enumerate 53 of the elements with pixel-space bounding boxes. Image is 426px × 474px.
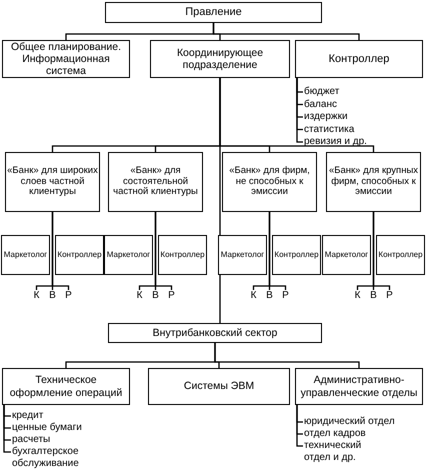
letter-label: В [264,290,274,302]
list-item: отдел кадров [304,428,424,440]
list-item: бюджет [304,86,414,98]
letter-label: Р [280,290,290,302]
letter-label: В [48,290,58,302]
org-unit-box: Правление [105,2,322,23]
org-unit-box: Контроллер [295,40,423,78]
org-unit-box: Внутрибанковский сектор [108,323,322,343]
letter-label: В [368,290,378,302]
letter-label: К [32,290,42,302]
connector-line [212,23,360,40]
letter-label: Р [384,290,394,302]
letter-label: К [134,290,144,302]
connector-line [296,78,303,143]
org-unit-box: «Банк» для широких слоев частной клиентуры [5,152,100,212]
list-item: юридический отдел [304,416,424,428]
org-unit-box: Общее планирование. Информационная система [2,40,130,78]
list-item: статистика [304,124,414,135]
connector-line [52,212,70,290]
list-item: кредит [12,410,132,422]
org-unit-box: Административно-управленческие отделы [295,368,423,405]
connector-line [268,212,286,290]
letter-label: К [352,290,362,302]
org-unit-box: Маркетолог [322,235,371,275]
letter-label: В [150,290,160,302]
connector-line [214,343,360,368]
org-unit-box: Контроллер [376,235,425,275]
org-unit-box: Контроллер [55,235,104,275]
list-item: ценные бумаги [12,422,132,434]
connector-line [296,405,303,447]
org-unit-box: Контроллер [158,235,207,275]
org-unit-box: «Банк» для фирм, не способных к эмиссии [222,152,317,212]
list-item: ревизия и др. [304,136,414,148]
org-unit-box: Маркетолог [1,235,50,275]
org-unit-box: Координирующее подразделение [150,40,290,78]
letter-label: К [248,290,258,302]
list-item: расчеты [12,434,132,446]
list-item: баланс [304,98,414,110]
connector-line [372,212,390,290]
org-unit-box: Маркетолог [218,235,267,275]
org-unit-box: Системы ЭВМ [148,368,290,405]
connector-line [3,405,11,453]
list-item: технический отдел и др. [304,440,374,463]
org-unit-box: Маркетолог [104,235,153,275]
letter-label: Р [64,290,74,302]
list-item: издержки [304,111,414,122]
org-unit-box: «Банк» для состоятельной частной клиентуры [108,152,203,212]
letter-label: Р [166,290,176,302]
connector-line [154,212,172,290]
org-unit-box: Техническое оформление операций [2,368,130,405]
org-unit-box: Контроллер [272,235,321,275]
org-unit-box: «Банк» для крупных фирм, способных к эмиссии [326,152,421,212]
list-item: бухгалтерское обслуживание [12,446,102,469]
